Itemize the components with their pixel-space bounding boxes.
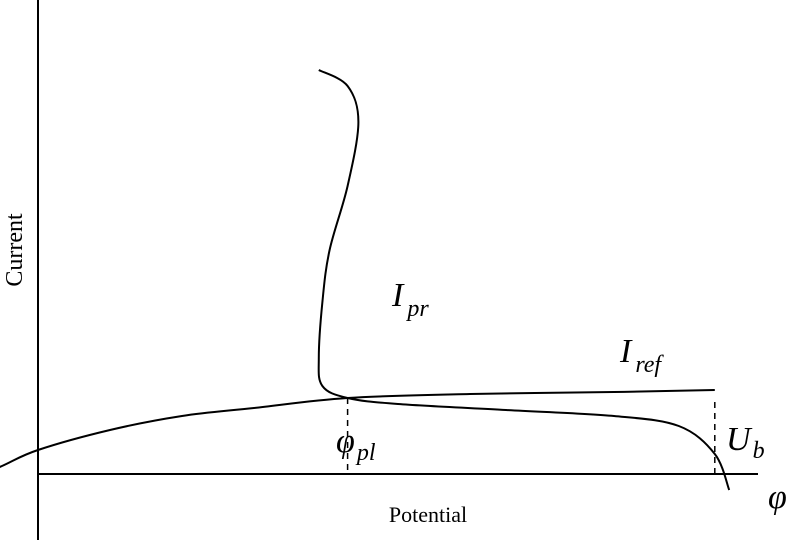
marker-label-u-b-main: U xyxy=(726,421,753,458)
marker-label-phi-pl-main: φ xyxy=(336,423,355,460)
series-label-i-pr-main: I xyxy=(391,277,405,314)
y-axis-label: Current xyxy=(2,213,28,287)
series-curve-i-pr xyxy=(317,69,731,491)
series-curve-i-ref xyxy=(0,389,715,468)
marker-label-phi-pl-sub: pl xyxy=(355,440,376,466)
series-label-i-pr-sub: pr xyxy=(405,296,429,322)
series-label-i-ref-sub: ref xyxy=(635,352,664,378)
x-axis-symbol: φ xyxy=(768,479,787,516)
x-axis-label: Potential xyxy=(389,502,467,527)
marker-label-u-b-sub: b xyxy=(753,438,765,464)
marker-label-phi-pl: φpl xyxy=(336,423,376,466)
marker-label-u-b: Ub xyxy=(726,421,765,464)
series-label-i-ref-main: I xyxy=(619,333,633,370)
